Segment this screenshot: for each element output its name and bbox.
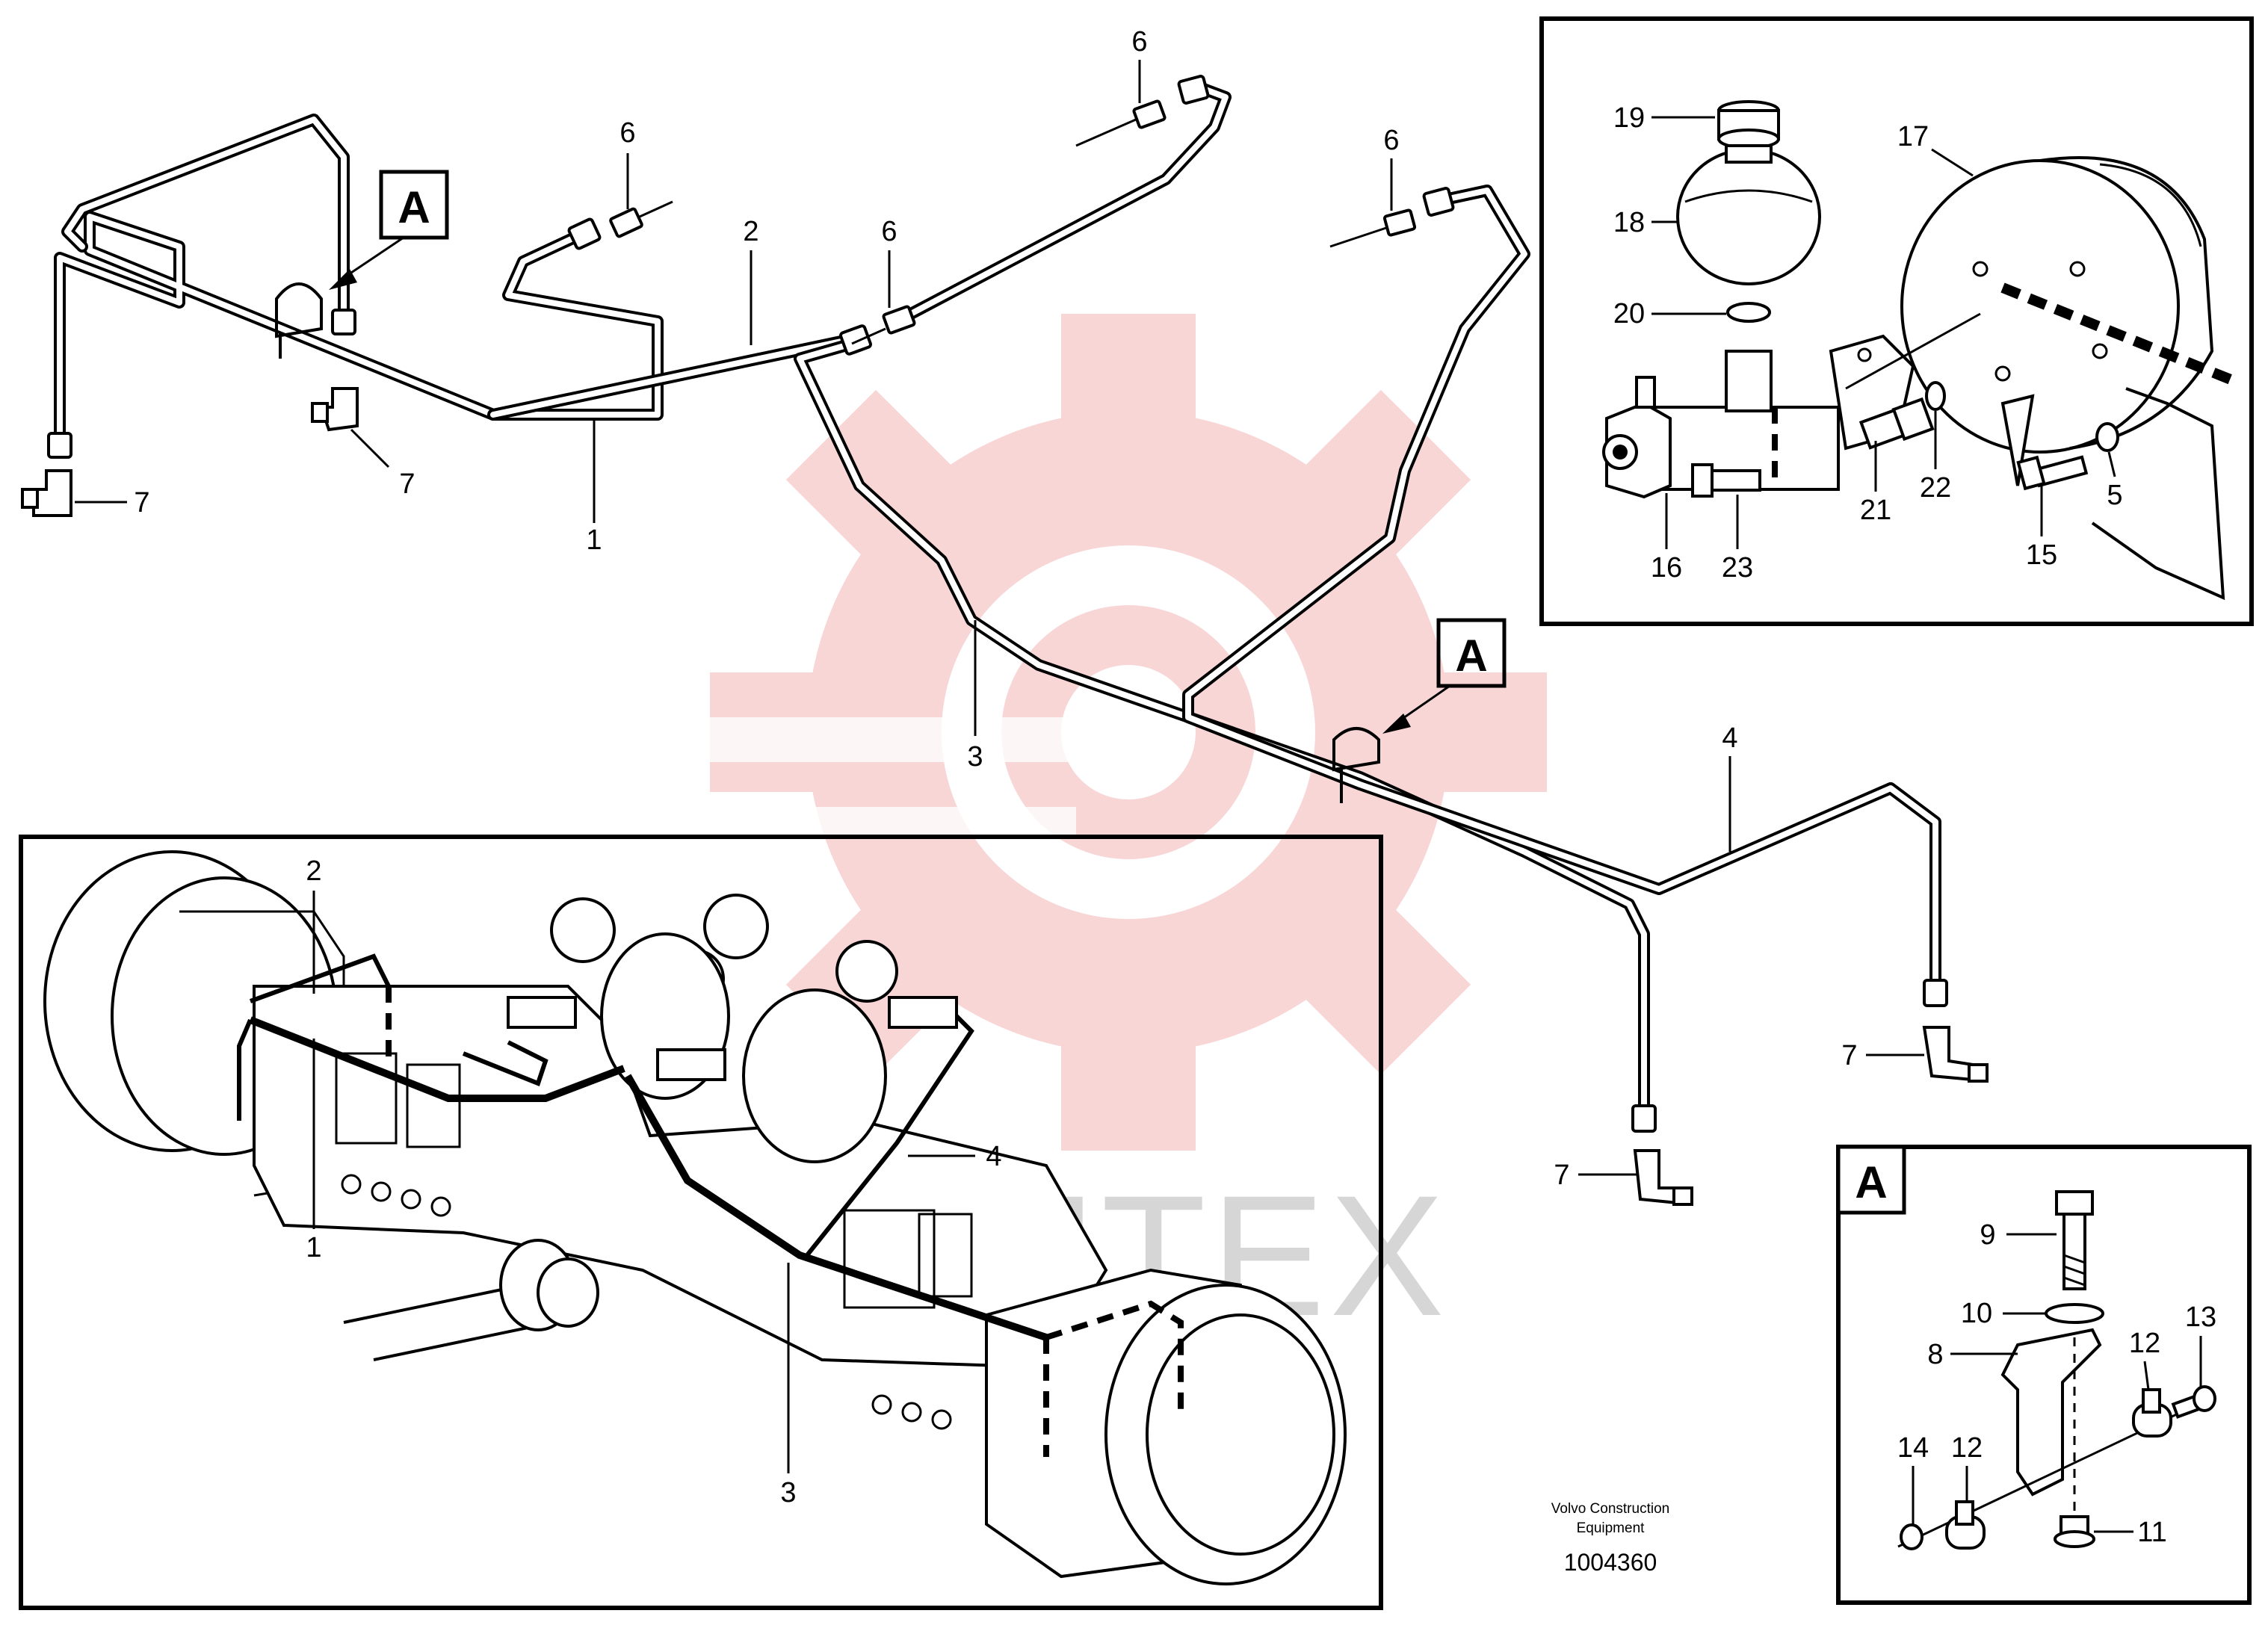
nipple-leaders — [639, 118, 1387, 345]
brake-accumulators — [507, 894, 958, 1163]
inset-master-cylinder: 19 18 20 17 16 23 21 22 15 5 — [1539, 16, 2254, 626]
main-labels: 1 2 3 4 6 6 6 6 7 7 7 7 — [75, 26, 1924, 1191]
reservoir-cap — [1717, 100, 1780, 149]
sealing-washer-22 — [1925, 381, 1946, 411]
label-part-16: 16 — [1651, 552, 1682, 584]
brake-pipe-3 — [794, 338, 1650, 1119]
label-part-9: 9 — [1980, 1219, 1995, 1251]
brake-pipe-upper-run — [891, 80, 1232, 327]
label-axle-pipe-4: 4 — [986, 1141, 1001, 1172]
inset-detail-a: A — [1836, 1145, 2252, 1605]
label-axle-pipe-2: 2 — [306, 855, 321, 887]
brake-pipe-4 — [1182, 185, 1941, 992]
label-part-11: 11 — [2137, 1517, 2166, 1548]
axle-pipe-3 — [624, 1074, 1049, 1457]
label-part-14: 14 — [1897, 1432, 1929, 1464]
label-axle-pipe-1: 1 — [306, 1232, 321, 1263]
label-part-19: 19 — [1613, 102, 1645, 134]
label-part-17: 17 — [1897, 121, 1929, 152]
washer-10 — [2045, 1303, 2104, 1324]
bolt-9 — [2055, 1190, 2094, 1290]
callout-a-text-1: A — [398, 182, 430, 232]
label-part-22: 22 — [1920, 472, 1951, 504]
label-elbow-7-d: 7 — [1841, 1040, 1857, 1071]
label-part-5: 5 — [2107, 480, 2122, 511]
pipe-clamp-a-1 — [275, 282, 323, 359]
callout-a-text-2: A — [1455, 631, 1487, 681]
label-axle-pipe-3: 3 — [780, 1477, 796, 1508]
label-elbow-7-a: 7 — [134, 487, 149, 519]
label-part-23: 23 — [1722, 552, 1753, 584]
mounting-bolt-23 — [1691, 463, 1761, 498]
label-pipe-1: 1 — [586, 524, 602, 556]
label-pipe-3: 3 — [967, 741, 983, 773]
reservoir-seal-washer — [1726, 302, 1771, 323]
label-nipple-6-c: 6 — [1131, 26, 1147, 58]
label-pipe-2: 2 — [743, 216, 758, 247]
label-elbow-7-b: 7 — [399, 468, 415, 500]
axle-pipe-2 — [249, 953, 549, 1086]
label-nipple-6-d: 6 — [1383, 125, 1399, 156]
label-elbow-7-c: 7 — [1554, 1160, 1569, 1191]
bracket-8 — [2000, 1328, 2102, 1497]
fluid-reservoir — [1676, 144, 1821, 285]
clamp-12-b — [1945, 1500, 1986, 1550]
drawing-footer: Volvo Construction Equipment 1004360 — [1551, 1501, 1669, 1576]
axle-pipe-4 — [805, 1014, 1184, 1412]
inset-axle-view: 2 1 4 3 — [19, 835, 1383, 1610]
elbow-unions — [21, 387, 1989, 1206]
nut-14 — [1900, 1523, 1924, 1550]
callout-a-box-1: A — [329, 170, 449, 290]
label-part-10: 10 — [1961, 1298, 1992, 1329]
label-part-8: 8 — [1927, 1339, 1943, 1370]
label-part-21: 21 — [1860, 495, 1891, 526]
pressure-switch — [1858, 397, 1935, 450]
screw-13 — [2171, 1385, 2216, 1419]
label-part-15: 15 — [2026, 539, 2057, 571]
pipe-clamp-a-2 — [1332, 727, 1380, 803]
label-nipple-6-a: 6 — [619, 117, 635, 149]
label-part-20: 20 — [1613, 298, 1645, 329]
label-pipe-4: 4 — [1722, 722, 1737, 754]
manufacturer-line-2: Equipment — [1577, 1520, 1646, 1536]
clamp-12-a — [2132, 1388, 2172, 1438]
pipe-nuts — [47, 75, 1948, 1133]
drawing-number: 1004360 — [1564, 1549, 1657, 1576]
flange-nut-11 — [2054, 1515, 2095, 1548]
nipple-fittings — [609, 99, 1417, 335]
label-part-12-a: 12 — [2129, 1328, 2160, 1359]
manufacturer-line-1: Volvo Construction — [1551, 1501, 1669, 1517]
drive-shaft — [343, 1239, 599, 1361]
detail-a-title: A — [1855, 1157, 1887, 1207]
brake-pipe-2 — [487, 334, 854, 421]
bracket-and-bolt — [2016, 387, 2225, 601]
callout-a-box-2: A — [1382, 618, 1507, 734]
right-wheel-hub — [985, 1268, 1347, 1585]
watermark-gear-logo — [673, 314, 1547, 1151]
label-part-18: 18 — [1613, 207, 1645, 238]
axle-pipe-1 — [237, 1016, 625, 1121]
label-part-13: 13 — [2185, 1302, 2216, 1333]
label-part-12-b: 12 — [1951, 1432, 1983, 1464]
label-nipple-6-b: 6 — [881, 216, 897, 247]
